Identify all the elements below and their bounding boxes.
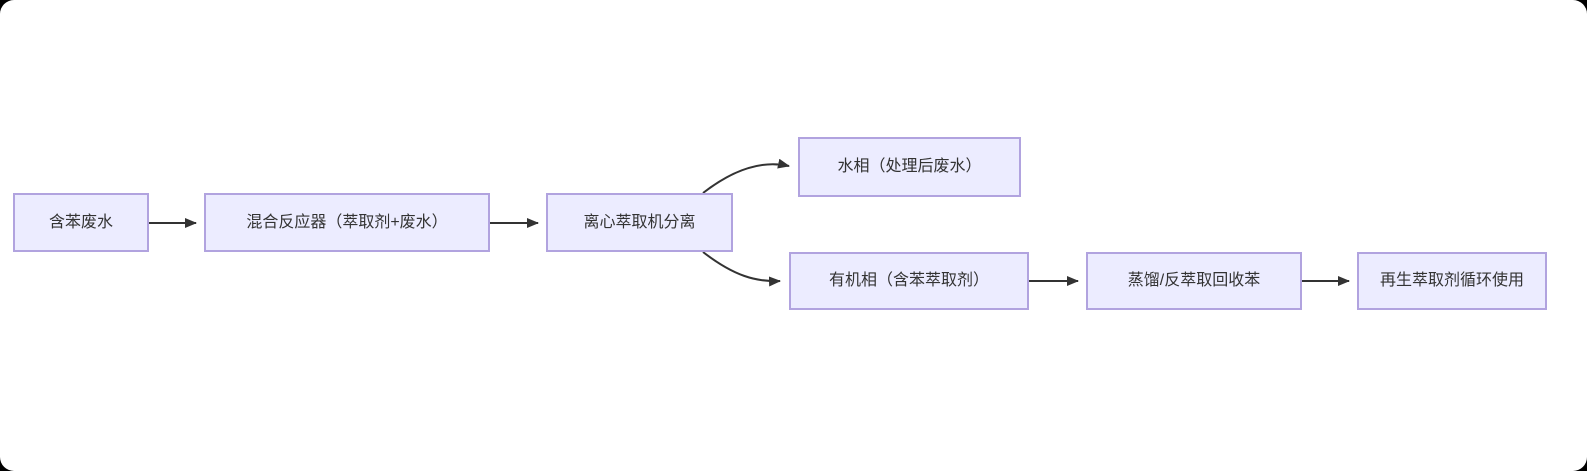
node-regenerated-extractant: 再生萃取剂循环使用 <box>1357 252 1547 310</box>
node-distillation-recovery: 蒸馏/反萃取回收苯 <box>1086 252 1302 310</box>
node-benzene-wastewater: 含苯废水 <box>13 193 149 252</box>
edge-extractor-to-aqueous-arrow <box>702 158 790 194</box>
node-mixing-reactor: 混合反应器（萃取剂+废水） <box>204 193 490 252</box>
node-centrifugal-extractor: 离心萃取机分离 <box>546 193 733 252</box>
edge-extractor-to-organic-arrow <box>702 251 781 287</box>
node-organic-phase: 有机相（含苯萃取剂） <box>789 252 1029 310</box>
node-aqueous-phase: 水相（处理后废水） <box>798 137 1021 197</box>
